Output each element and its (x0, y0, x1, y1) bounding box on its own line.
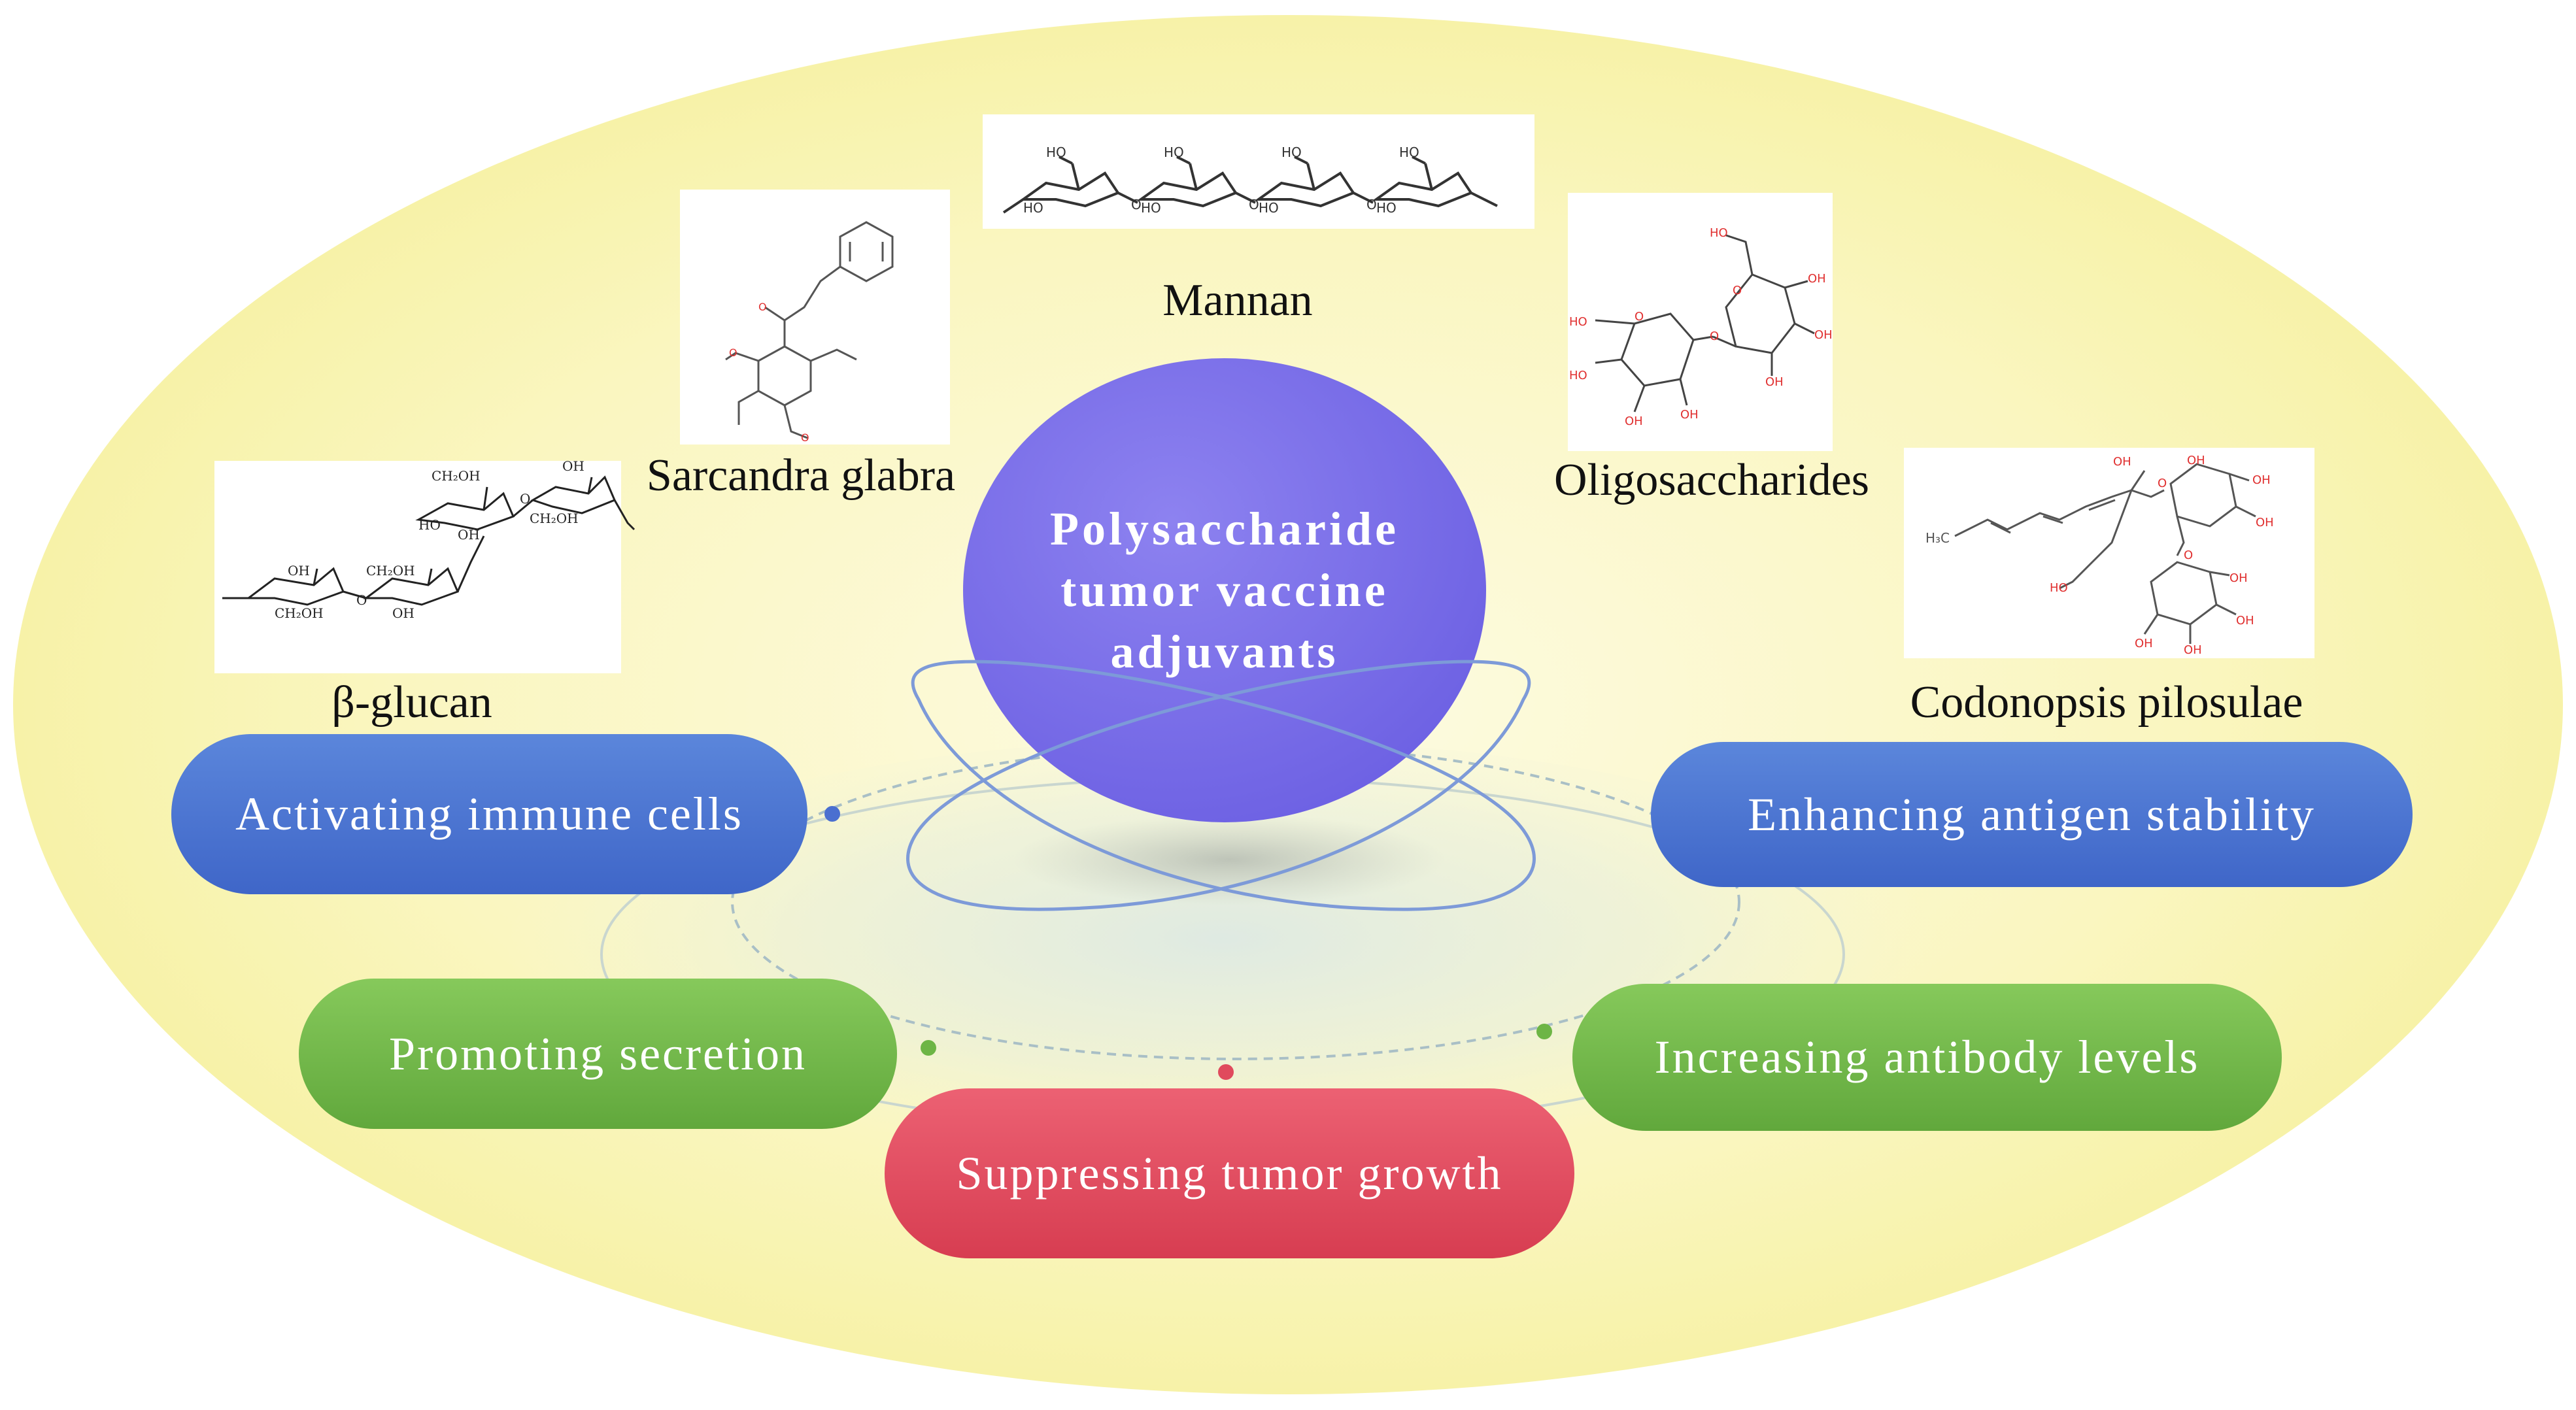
svg-text:HO: HO (418, 517, 441, 533)
activating-immune-cells-label: Activating immune cells (235, 788, 743, 840)
codonopsis-pilosulae-structure-image: OH O OH OH OH O OH OH OH OH HO H₃C (1904, 448, 2314, 658)
enhancing-antigen-stability-label: Enhancing antigen stability (1748, 788, 2316, 841)
beta-glucan-structure-image: OH CH₂OH CH₂OH OH CH₂OH HO OH OH CH₂OH O… (214, 458, 636, 673)
connector-dot-green-right (1536, 1024, 1552, 1039)
promoting-secretion-label: Promoting secretion (389, 1027, 807, 1080)
oligosaccharides-label: Oligosaccharides (1553, 455, 1870, 505)
connector-dot-green-left (921, 1040, 936, 1056)
svg-text:O: O (1131, 197, 1142, 212)
svg-text:O: O (1635, 310, 1644, 324)
svg-text:O: O (758, 301, 767, 313)
svg-text:HO: HO (1046, 144, 1066, 160)
increasing-antibody-levels-label: Increasing antibody levels (1654, 1031, 2200, 1083)
connector-dot-red (1218, 1064, 1234, 1080)
suppressing-tumor-growth-pill: Suppressing tumor growth (885, 1088, 1574, 1258)
svg-text:OH: OH (2229, 571, 2248, 585)
hub-circle (963, 358, 1486, 822)
svg-text:HO: HO (1376, 200, 1397, 216)
beta-glucan-label: β-glucan (331, 677, 492, 728)
svg-text:HO: HO (1399, 144, 1419, 160)
sarcandra-glabra-label: Sarcandra glabra (646, 450, 956, 501)
svg-text:O: O (729, 346, 737, 359)
codonopsis-pilosulae-label: Codonopsis pilosulae (1910, 677, 2303, 728)
svg-text:CH₂OH: CH₂OH (275, 605, 324, 621)
svg-text:OH: OH (1680, 408, 1699, 422)
svg-text:O: O (2158, 477, 2167, 490)
hub-title-line-2: tumor vaccine (1060, 564, 1389, 616)
svg-text:HO: HO (1164, 144, 1184, 160)
svg-text:HO: HO (1141, 200, 1161, 216)
svg-text:OH: OH (392, 605, 415, 621)
orbit-ring-1 (911, 660, 1536, 911)
svg-text:O: O (1733, 284, 1742, 297)
svg-text:HO: HO (1569, 315, 1587, 329)
svg-text:H₃C: H₃C (1925, 530, 1950, 546)
svg-text:O: O (1366, 197, 1377, 212)
connector-dot-blue (824, 806, 840, 822)
svg-text:OH: OH (2252, 473, 2271, 487)
svg-text:OH: OH (1814, 328, 1833, 342)
svg-text:OH: OH (562, 458, 585, 474)
svg-text:O: O (1710, 329, 1719, 343)
svg-text:O: O (2184, 548, 2193, 562)
svg-text:OH: OH (2256, 516, 2274, 529)
suppressing-tumor-growth-label: Suppressing tumor growth (956, 1147, 1503, 1200)
hub-shadow (1013, 814, 1445, 905)
svg-text:O: O (356, 592, 367, 608)
svg-text:OH: OH (2236, 614, 2254, 628)
svg-text:OH: OH (2187, 454, 2205, 467)
mannan-structure-image: HO HO HO HO HO HO HO HO O O O (983, 114, 1534, 229)
orbit-ring-2 (906, 660, 1531, 911)
svg-text:OH: OH (1625, 414, 1643, 428)
hub-title-line-1: Polysaccharide (1050, 503, 1399, 555)
svg-text:O: O (1249, 197, 1259, 212)
increasing-antibody-levels-pill: Increasing antibody levels (1572, 984, 2282, 1131)
svg-text:OH: OH (2113, 455, 2131, 469)
svg-text:OH: OH (2184, 643, 2202, 657)
svg-text:HO: HO (1259, 200, 1279, 216)
promoting-secretion-pill: Promoting secretion (299, 979, 897, 1129)
svg-text:CH₂OH: CH₂OH (530, 511, 579, 526)
svg-text:HO: HO (1710, 226, 1728, 240)
svg-text:OH: OH (288, 563, 310, 579)
svg-text:O: O (801, 431, 809, 444)
svg-text:OH: OH (458, 527, 480, 543)
svg-text:OH: OH (1765, 375, 1784, 389)
svg-text:CH₂OH: CH₂OH (432, 468, 481, 484)
hub-title: Polysaccharide tumor vaccine adjuvants (963, 358, 1486, 822)
enhancing-antigen-stability-pill: Enhancing antigen stability (1651, 742, 2413, 887)
activating-immune-cells-pill: Activating immune cells (171, 734, 807, 894)
svg-text:OH: OH (2135, 637, 2153, 650)
svg-text:CH₂OH: CH₂OH (366, 563, 415, 579)
svg-text:HO: HO (1023, 200, 1043, 216)
oligosaccharides-structure-image: HO OH OH OH HO HO OH OH O O O (1568, 193, 1833, 451)
sarcandra-glabra-structure-image: O O O (680, 190, 950, 445)
mannan-label: Mannan (1162, 275, 1313, 326)
svg-text:O: O (520, 491, 530, 507)
svg-text:OH: OH (1808, 272, 1826, 286)
svg-text:HO: HO (1569, 369, 1587, 382)
svg-text:HO: HO (2050, 581, 2068, 595)
svg-text:HO: HO (1281, 144, 1302, 160)
hub-title-line-3: adjuvants (1110, 626, 1339, 678)
